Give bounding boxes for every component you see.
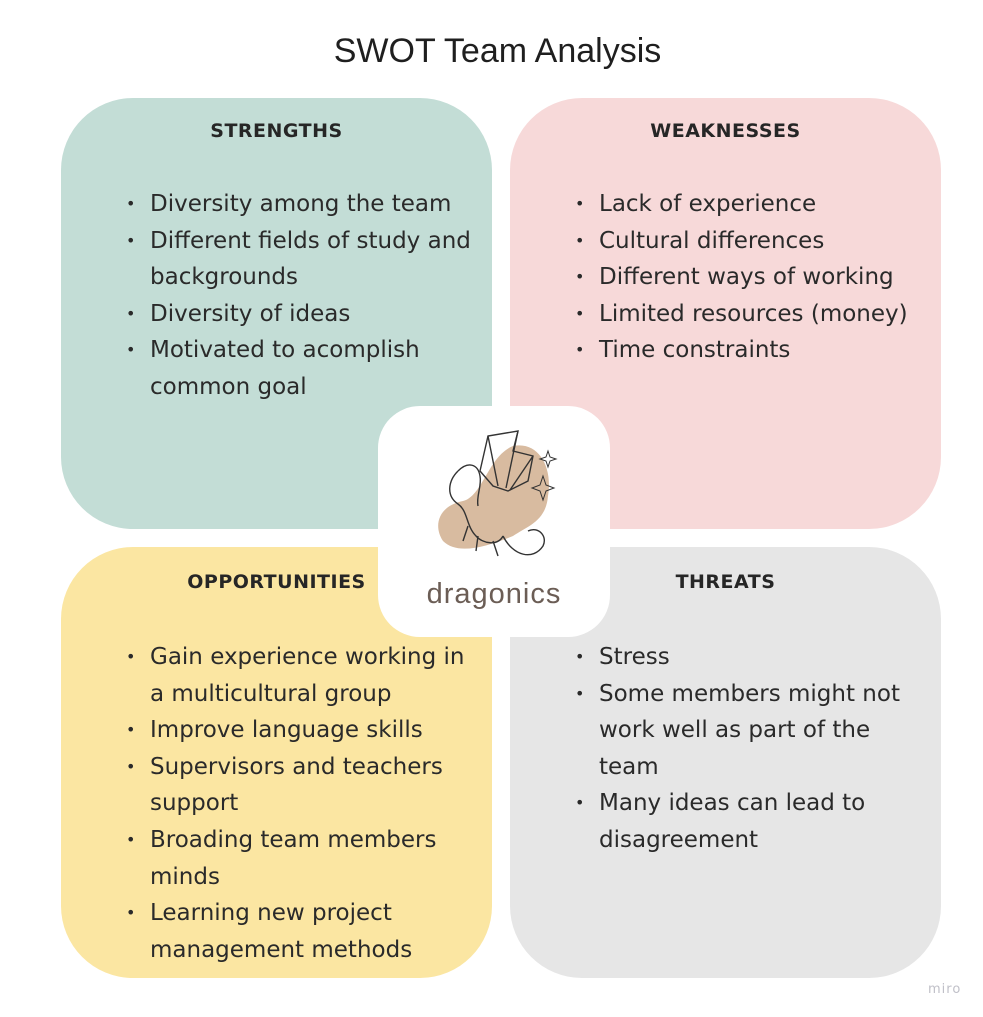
miro-watermark: miro: [928, 982, 962, 997]
opportunities-item: Learning new project management methods: [126, 895, 476, 968]
strengths-item: Motivated to acomplish common goal: [126, 332, 476, 405]
weaknesses-heading: WEAKNESSES: [650, 120, 801, 142]
weaknesses-item: Different ways of working: [575, 259, 925, 296]
dragon-icon: [438, 430, 558, 557]
opportunities-item: Gain experience working in a multicultur…: [126, 639, 476, 712]
strengths-item: Diversity among the team: [126, 186, 476, 223]
page-title: SWOT Team Analysis: [333, 32, 662, 70]
strengths-list: Diversity among the teamDifferent fields…: [126, 186, 476, 406]
opportunities-item: Improve language skills: [126, 712, 476, 749]
threats-item: Stress: [575, 639, 925, 676]
weaknesses-item: Cultural differences: [575, 223, 925, 260]
opportunities-list: Gain experience working in a multicultur…: [126, 639, 476, 968]
logo-text: dragonics: [426, 578, 562, 610]
weaknesses-list: Lack of experienceCultural differencesDi…: [575, 186, 925, 369]
threats-heading: THREATS: [675, 571, 776, 593]
opportunities-item: Broading team members minds: [126, 822, 476, 895]
strengths-quadrant: STRENGTHS Diversity among the teamDiffer…: [61, 98, 492, 529]
strengths-item: Diversity of ideas: [126, 296, 476, 333]
strengths-item: Different fields of study and background…: [126, 223, 476, 296]
weaknesses-item: Limited resources (money): [575, 296, 925, 333]
opportunities-heading: OPPORTUNITIES: [187, 571, 366, 593]
threats-item: Many ideas can lead to disagreement: [575, 785, 925, 858]
weaknesses-item: Lack of experience: [575, 186, 925, 223]
strengths-heading: STRENGTHS: [210, 120, 343, 142]
weaknesses-item: Time constraints: [575, 332, 925, 369]
threats-item: Some members might not work well as part…: [575, 676, 925, 786]
threats-list: StressSome members might not work well a…: [575, 639, 925, 859]
logo-card: dragonics: [378, 406, 610, 637]
opportunities-item: Supervisors and teachers support: [126, 749, 476, 822]
